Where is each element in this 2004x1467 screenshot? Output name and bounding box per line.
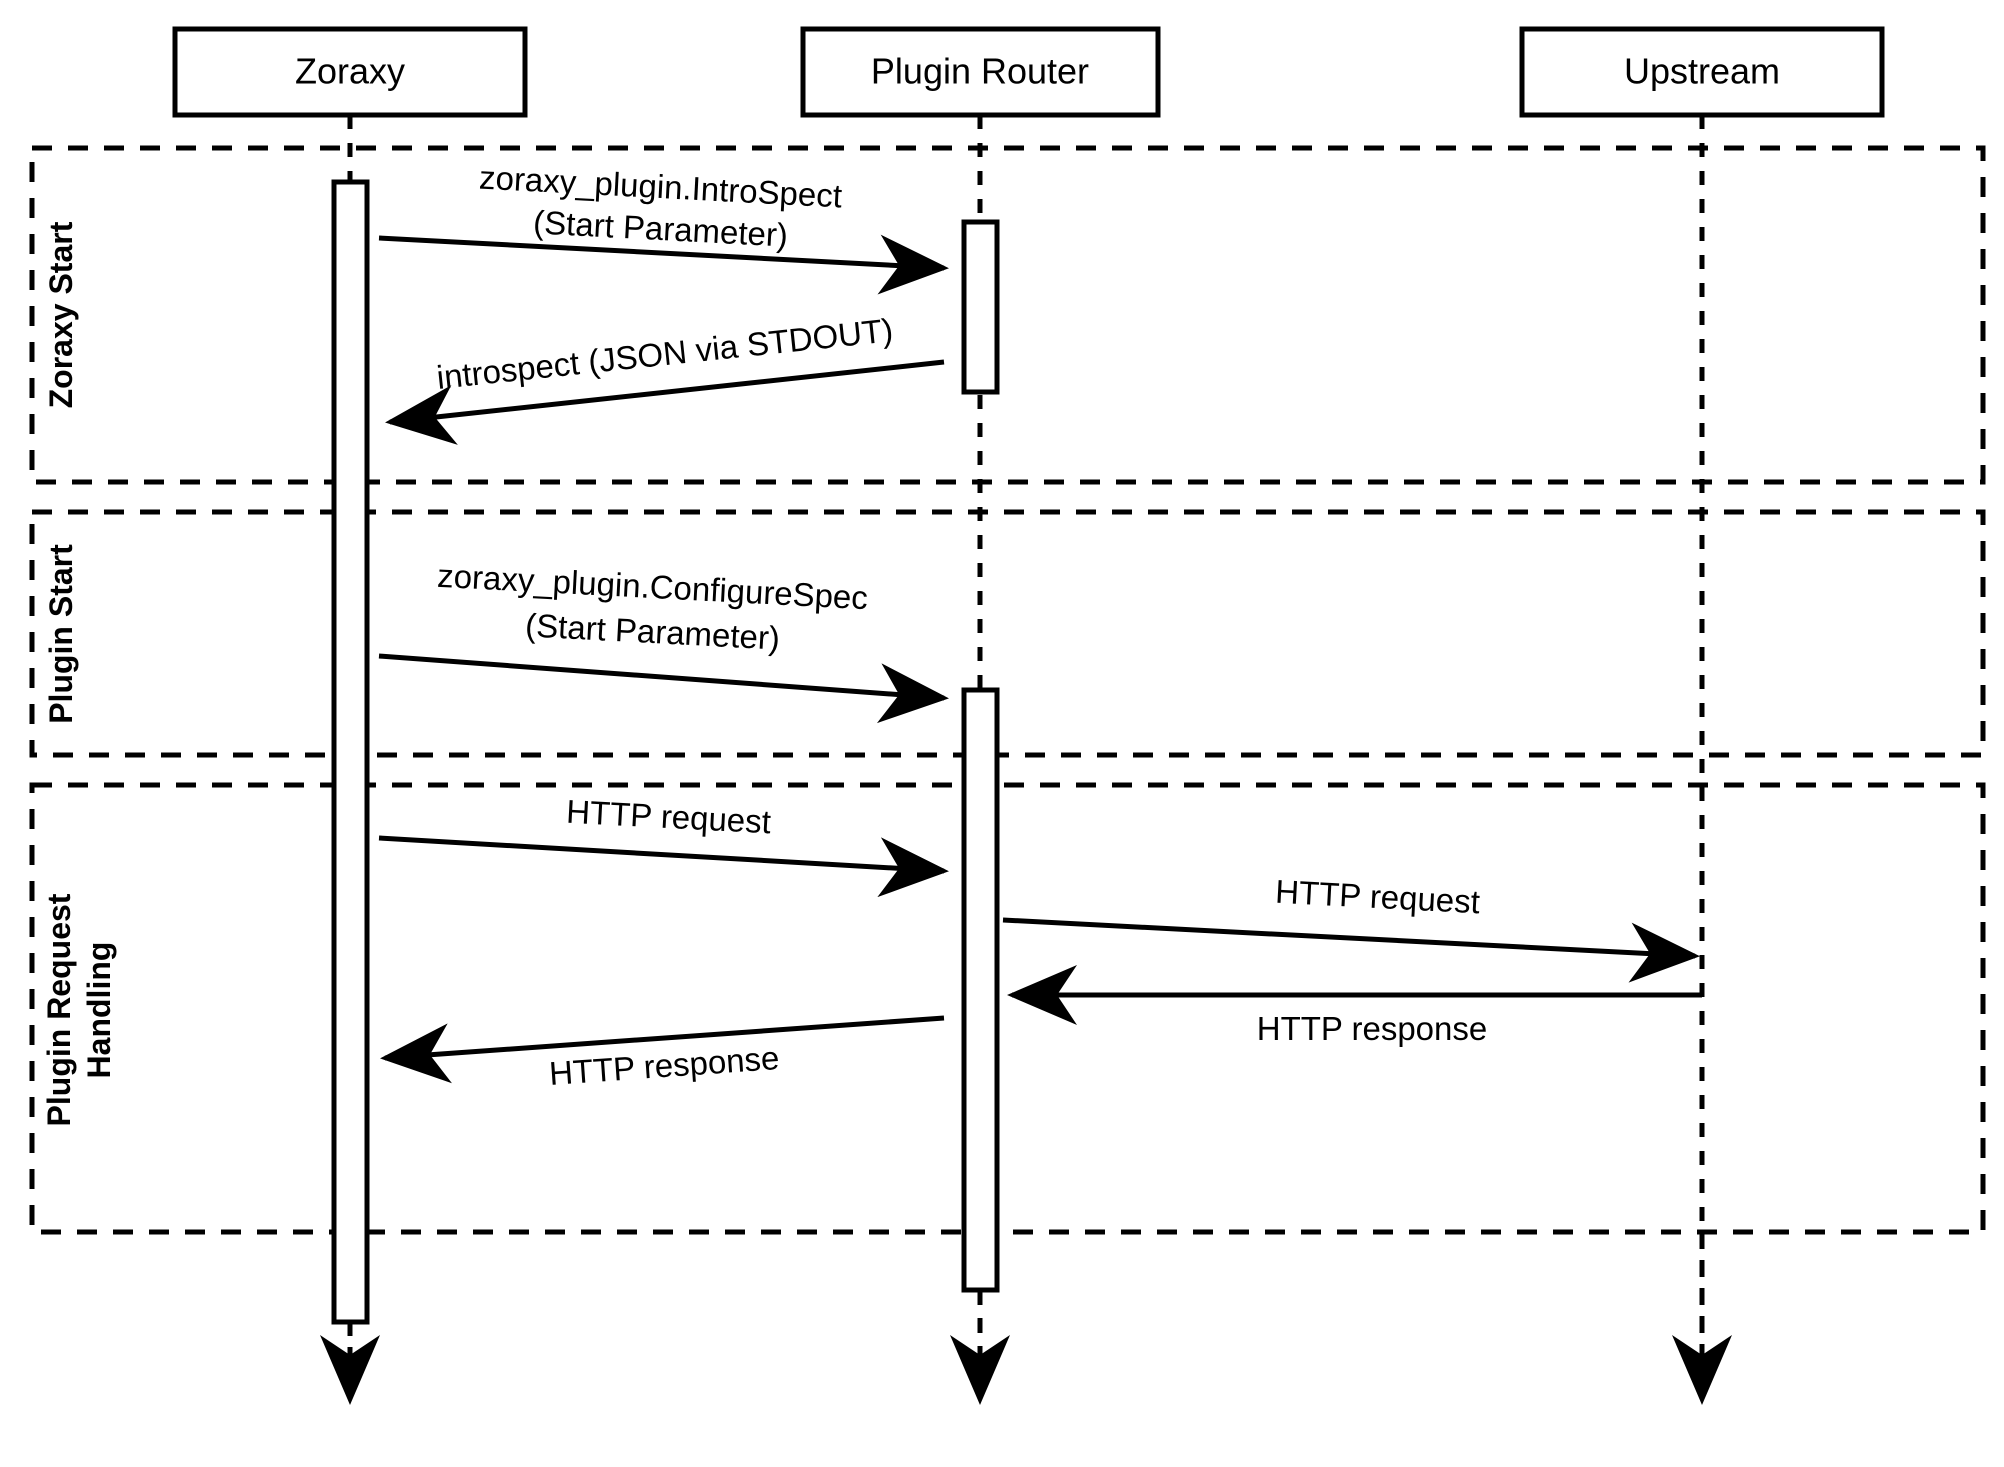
participant-label-upstream: Upstream <box>1624 51 1780 92</box>
message-line-http-request-upstream <box>1002 917 1700 983</box>
fragment-label-plugin-start: Plugin Start <box>43 544 79 724</box>
participant-upstream[interactable]: Upstream <box>1519 26 1885 118</box>
fragment-label-text-zoraxy-start: Zoraxy Start <box>43 221 79 408</box>
message-label-introspect-return: introspect (JSON via STDOUT) <box>435 311 895 396</box>
message-http-request-plugin[interactable]: HTTP request <box>378 793 949 898</box>
participant-plugin-router[interactable]: Plugin Router <box>800 26 1161 118</box>
participant-label-zoraxy: Zoraxy <box>295 51 405 92</box>
fragment-label-text-plugin-request-handling-line2: Handling <box>81 942 117 1079</box>
message-line-http-response-zoraxy <box>380 1015 945 1084</box>
message-introspect-call[interactable]: zoraxy_plugin.IntroSpect (Start Paramete… <box>378 159 949 295</box>
message-label-introspect-call-line1: zoraxy_plugin.IntroSpect <box>478 159 843 215</box>
termination-arrows-group <box>320 1232 1732 1405</box>
message-label-http-request-plugin: HTTP request <box>565 793 771 841</box>
message-label-http-response-zoraxy: HTTP response <box>548 1039 781 1092</box>
activation-bar-plugin-router-introspect[interactable] <box>961 219 1000 395</box>
message-line-http-request-plugin <box>378 835 949 898</box>
message-label-configurespec-call-line1: zoraxy_plugin.ConfigureSpec <box>436 557 868 617</box>
message-http-response-upstream[interactable]: HTTP response <box>1007 965 1702 1047</box>
message-line-introspect-return <box>385 359 945 445</box>
message-http-response-zoraxy[interactable]: HTTP response <box>380 1015 945 1092</box>
activation-bar-plugin-router-serving[interactable] <box>961 687 1000 1293</box>
fragment-label-text-plugin-request-handling-line1: Plugin Request <box>41 893 77 1126</box>
message-label-http-response-upstream: HTTP response <box>1257 1010 1487 1047</box>
activation-bar-zoraxy[interactable] <box>331 179 370 1325</box>
participant-zoraxy[interactable]: Zoraxy <box>172 26 528 118</box>
participant-box-plugin-router[interactable] <box>800 26 1161 118</box>
fragment-label-plugin-request-handling: Plugin Request Handling <box>41 893 117 1126</box>
participant-label-plugin-router: Plugin Router <box>871 51 1089 92</box>
message-line-introspect-call <box>378 234 949 295</box>
fragment-plugin-request-handling-box <box>29 782 1986 1235</box>
participant-box-upstream[interactable] <box>1519 26 1885 118</box>
fragment-label-zoraxy-start: Zoraxy Start <box>43 221 79 408</box>
fragments-group <box>29 145 1986 1235</box>
message-label-http-request-upstream: HTTP request <box>1274 873 1480 921</box>
participant-box-zoraxy[interactable] <box>172 26 528 118</box>
message-http-request-upstream[interactable]: HTTP request <box>1002 873 1700 983</box>
fragment-plugin-start-box <box>29 509 1986 758</box>
message-label-configurespec-call-line2: (Start Parameter) <box>524 606 780 656</box>
message-line-configurespec-call <box>378 653 949 724</box>
fragment-label-text-plugin-start: Plugin Start <box>43 544 79 724</box>
fragment-zoraxy-start-box <box>29 145 1986 485</box>
message-configurespec-call[interactable]: zoraxy_plugin.ConfigureSpec (Start Param… <box>378 557 949 724</box>
message-introspect-return[interactable]: introspect (JSON via STDOUT) <box>385 311 945 445</box>
